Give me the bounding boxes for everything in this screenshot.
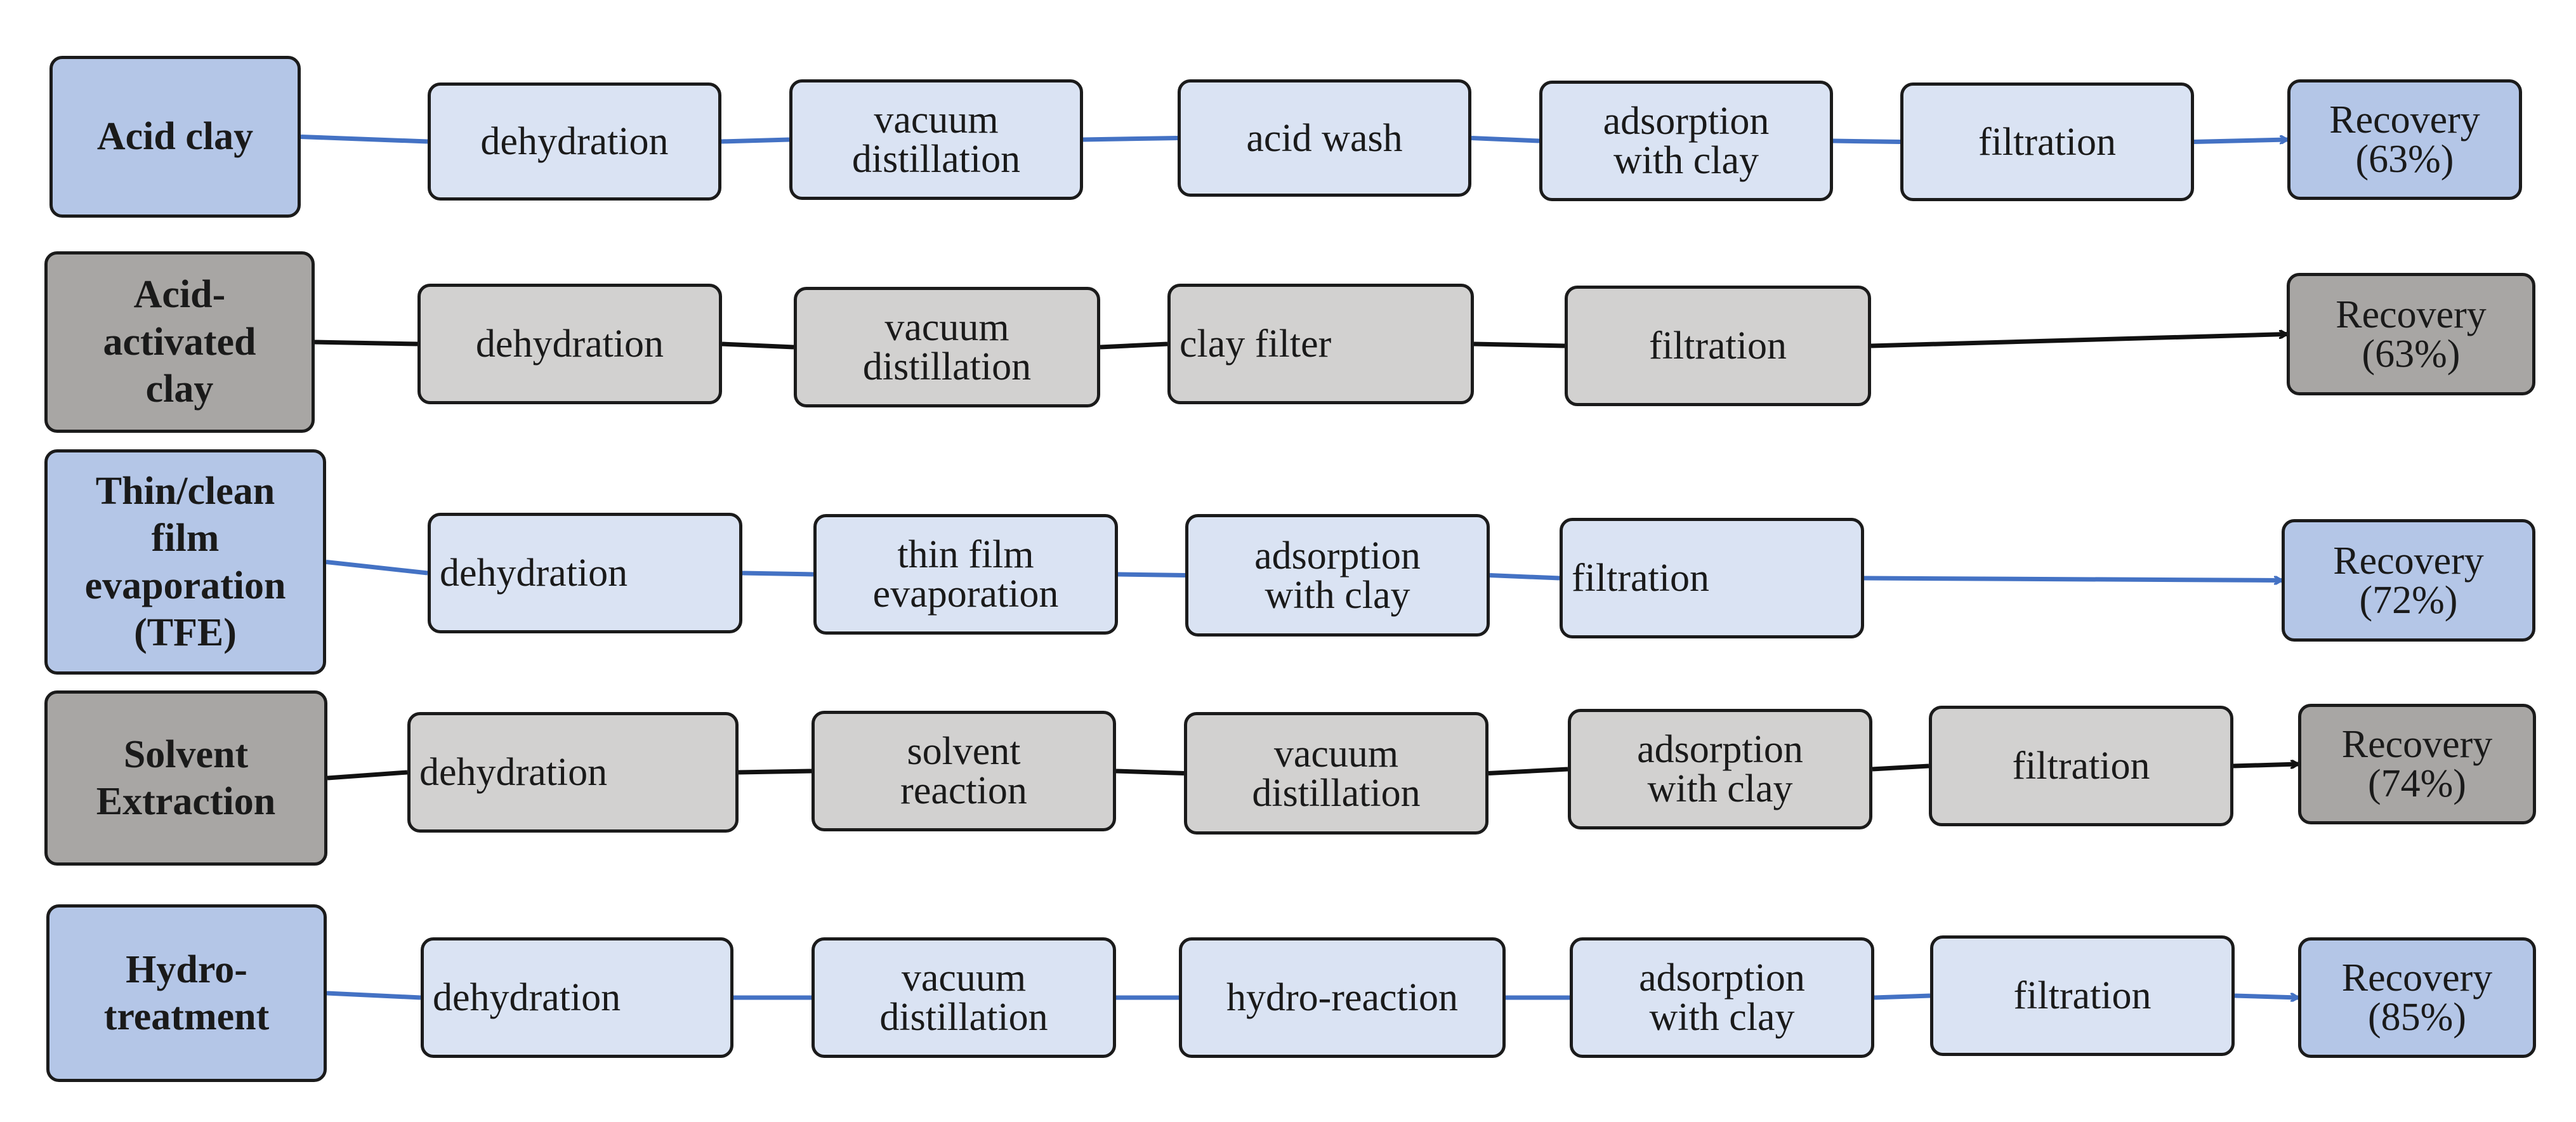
connector-line bbox=[738, 769, 812, 775]
step-adsorption-with-clay: adsorption with clay bbox=[1570, 937, 1874, 1058]
step-solvent-reaction: solvent reaction bbox=[812, 711, 1116, 831]
connector-line bbox=[1832, 138, 1901, 144]
step-dehydration: dehydration bbox=[428, 513, 742, 633]
step-filtration: filtration bbox=[1560, 518, 1864, 638]
recovery-result: Recovery (85%) bbox=[2298, 937, 2536, 1058]
step-clay-filter: clay filter bbox=[1167, 284, 1474, 404]
connector-line bbox=[327, 770, 408, 781]
connector-line bbox=[1874, 993, 1931, 1000]
connector-line bbox=[326, 991, 421, 1000]
recovery-result: Recovery (74%) bbox=[2298, 704, 2536, 824]
connector-line bbox=[1100, 341, 1168, 350]
connector-line bbox=[721, 341, 794, 350]
connector-arrow bbox=[2234, 996, 2298, 998]
method-acid-activated-clay: Acid- activated clay bbox=[44, 251, 315, 433]
step-vacuum-distillation: vacuum distillation bbox=[1184, 712, 1488, 835]
method-hydro-treatment: Hydro- treatment bbox=[46, 904, 327, 1082]
step-vacuum-distillation: vacuum distillation bbox=[812, 937, 1116, 1058]
step-dehydration: dehydration bbox=[407, 712, 739, 833]
step-adsorption-with-clay: adsorption with clay bbox=[1568, 709, 1872, 829]
connector-arrow bbox=[1863, 578, 2282, 581]
step-filtration: filtration bbox=[1900, 82, 2194, 201]
connector-line bbox=[721, 137, 790, 144]
recovery-result: Recovery (72%) bbox=[2282, 519, 2535, 642]
connector-line bbox=[742, 571, 814, 577]
step-filtration: filtration bbox=[1930, 935, 2235, 1056]
step-hydro-reaction: hydro-reaction bbox=[1179, 937, 1506, 1058]
connector-line bbox=[300, 135, 428, 144]
connector-line bbox=[325, 560, 428, 576]
connector-line bbox=[314, 340, 418, 346]
step-thin-film-evaporation: thin film evaporation bbox=[813, 514, 1118, 635]
method-solvent-extraction: Solvent Extraction bbox=[44, 690, 327, 866]
connector-line bbox=[1473, 341, 1565, 348]
step-filtration: filtration bbox=[1565, 286, 1871, 406]
recovery-result: Recovery (63%) bbox=[2287, 79, 2522, 200]
connector-line bbox=[1872, 763, 1929, 772]
step-filtration: filtration bbox=[1929, 706, 2233, 826]
connector-line bbox=[1489, 573, 1560, 581]
method-thin-film-evaporation: Thin/clean film evaporation (TFE) bbox=[44, 449, 326, 675]
step-acid-wash: acid wash bbox=[1178, 79, 1471, 197]
step-dehydration: dehydration bbox=[421, 937, 733, 1058]
recovery-result: Recovery (63%) bbox=[2287, 273, 2535, 395]
connector-line bbox=[1117, 572, 1186, 578]
step-dehydration: dehydration bbox=[417, 284, 722, 404]
connector-line bbox=[1488, 767, 1568, 776]
connector-line bbox=[1471, 136, 1540, 143]
step-dehydration: dehydration bbox=[428, 82, 721, 201]
step-vacuum-distillation: vacuum distillation bbox=[794, 287, 1100, 407]
step-adsorption-with-clay: adsorption with clay bbox=[1185, 514, 1490, 637]
step-vacuum-distillation: vacuum distillation bbox=[789, 79, 1083, 200]
connector-line bbox=[1082, 136, 1178, 142]
method-acid-clay: Acid clay bbox=[49, 56, 301, 218]
connector-arrow bbox=[2233, 764, 2298, 766]
connector-line bbox=[1115, 769, 1185, 776]
connector-arrow bbox=[2193, 140, 2287, 142]
step-adsorption-with-clay: adsorption with clay bbox=[1539, 81, 1833, 201]
connector-arrow bbox=[1870, 334, 2287, 348]
